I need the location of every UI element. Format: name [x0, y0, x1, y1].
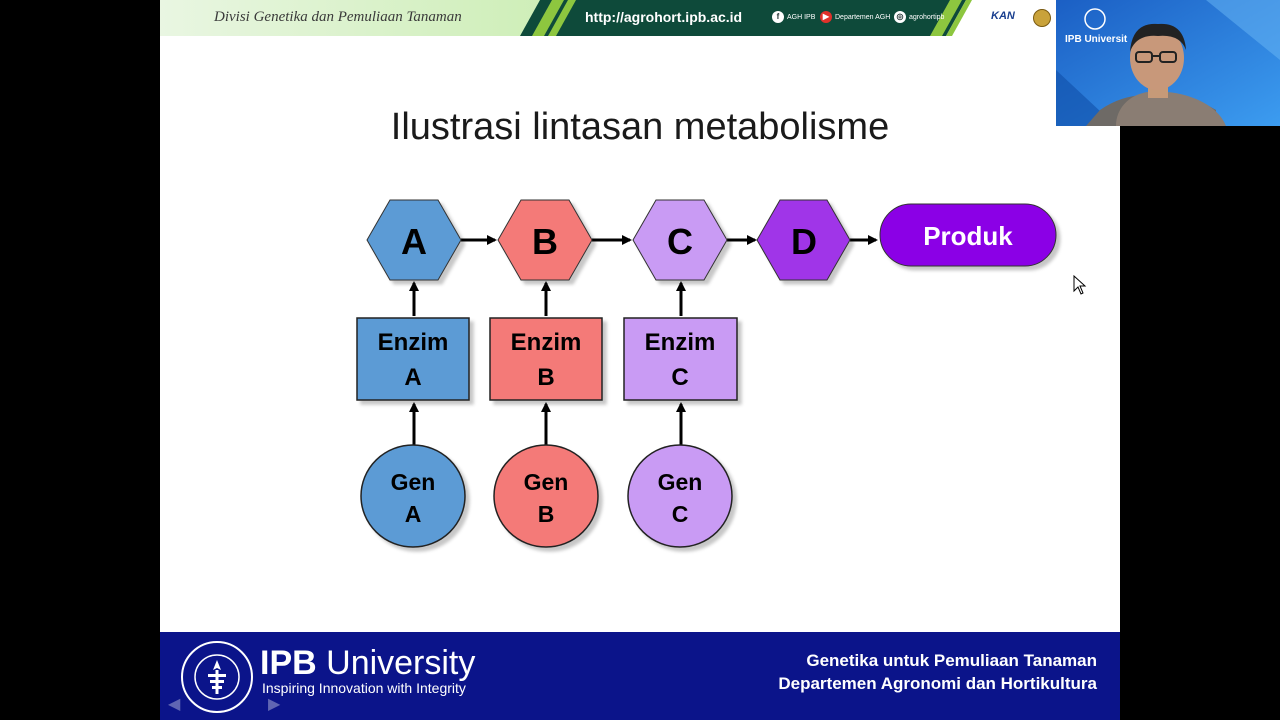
metabolite-d — [756, 199, 851, 281]
gene-label-b-line1: Gen — [524, 469, 569, 495]
university-name-bold: IPB — [260, 644, 317, 682]
social-youtube[interactable]: ▶ Departemen AGH — [820, 11, 890, 23]
social-label: AGH IPB — [787, 13, 816, 21]
website-url[interactable]: http://agrohort.ipb.ac.id — [585, 9, 743, 25]
slide-header-bar: Divisi Genetika dan Pemuliaan Tanaman ht… — [160, 0, 1120, 36]
division-name: Divisi Genetika dan Pemuliaan Tanaman — [214, 9, 462, 25]
enzyme-label-c-line1: Enzim — [645, 329, 716, 356]
course-info: Genetika untuk Pemuliaan Tanaman Departe… — [778, 649, 1097, 695]
metabolite-c — [632, 199, 728, 281]
enzyme-label-a-line2: A — [404, 364, 421, 391]
metabolite-label-b: B — [532, 221, 558, 262]
gene-label-b-line2: B — [538, 501, 555, 527]
metabolite-label-c: C — [667, 221, 693, 262]
youtube-icon: ▶ — [820, 11, 832, 23]
presentation-slide: Divisi Genetika dan Pemuliaan Tanaman ht… — [160, 0, 1120, 720]
product-label: Produk — [923, 221, 1013, 251]
gene-label-c-line2: C — [672, 501, 689, 527]
gene-a — [360, 444, 466, 548]
social-label: Departemen AGH — [835, 13, 891, 21]
enzyme-a — [356, 317, 470, 401]
gene-label-c-line1: Gen — [658, 469, 703, 495]
enzyme-c — [623, 317, 738, 401]
enzyme-label-c-line2: C — [671, 364, 688, 391]
social-facebook[interactable]: f AGH IPB — [772, 11, 815, 23]
university-name-rest: University — [316, 644, 476, 682]
kan-accreditation-logo: KAN — [991, 10, 1015, 22]
next-slide-arrow-icon[interactable]: ▶ — [268, 696, 281, 713]
gene-label-a-line1: Gen — [391, 469, 436, 495]
gene-c — [627, 444, 733, 548]
social-instagram[interactable]: ◎ agrohortipb — [894, 11, 944, 23]
webcam-frame — [1056, 0, 1280, 126]
social-label: agrohortipb — [909, 13, 945, 21]
enzyme-label-b-line2: B — [537, 364, 554, 391]
enzyme-b — [489, 317, 603, 401]
course-title: Genetika untuk Pemuliaan Tanaman — [806, 651, 1097, 670]
gene-label-a-line2: A — [405, 501, 422, 527]
metabolite-label-a: A — [401, 221, 427, 262]
webcam-video-tile: IPB Universit — [1056, 0, 1280, 126]
university-name: IPB University — [260, 644, 475, 683]
slide-footer: IPB University Inspiring Innovation with… — [160, 632, 1120, 720]
prev-slide-arrow-icon[interactable]: ◀ — [168, 696, 181, 713]
enzyme-label-b-line1: Enzim — [511, 329, 582, 356]
department-name: Departemen Agronomi dan Hortikultura — [778, 674, 1097, 693]
product-node — [879, 203, 1057, 267]
university-tagline: Inspiring Innovation with Integrity — [262, 680, 466, 696]
metabolite-b — [497, 199, 593, 281]
gene-b — [493, 444, 599, 548]
ipb-seal-logo — [181, 641, 253, 713]
metabolite-a — [366, 199, 462, 281]
accreditation-seal-icon — [1033, 9, 1051, 27]
facebook-icon: f — [772, 11, 784, 23]
slide-title: Ilustrasi lintasan metabolisme — [390, 106, 890, 148]
metabolite-label-d: D — [791, 221, 817, 262]
instagram-icon: ◎ — [894, 11, 906, 23]
metabolic-pathway-diagram: A B C D Produk Enzim A Enzim B Enzim C — [356, 199, 1057, 548]
webcam-background-text: IPB Universit — [1065, 34, 1128, 45]
mouse-cursor-icon — [1073, 275, 1087, 295]
enzyme-label-a-line1: Enzim — [378, 329, 449, 356]
